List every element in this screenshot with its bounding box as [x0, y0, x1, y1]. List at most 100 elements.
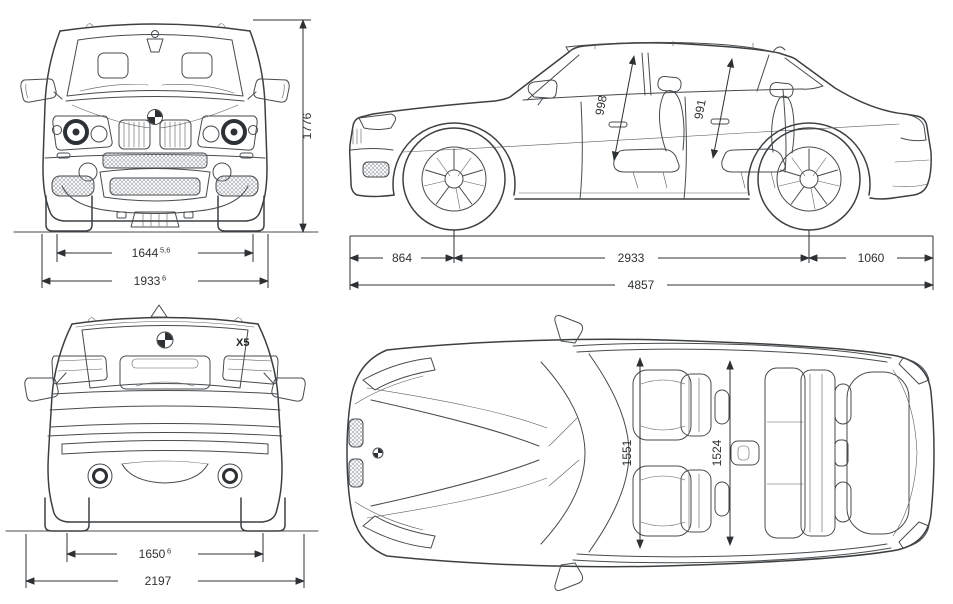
- side-view: 998 991 864 2933 1060 4857: [333, 0, 953, 300]
- headlight-side: [358, 113, 396, 130]
- dimension-headroom-rear: 991: [691, 58, 735, 159]
- dimension-baseline: [349, 230, 934, 290]
- side-mirror-bottom: [554, 562, 584, 591]
- dimension-front-overhang: 864: [349, 251, 455, 265]
- rear-wheel: [757, 127, 861, 231]
- dimension-front-height: 1776: [253, 19, 314, 233]
- bumper-top-line: [47, 432, 283, 437]
- top-car-drawing: [346, 315, 935, 591]
- upper-grille-mesh: [102, 152, 208, 169]
- roof-rail-bottom: [572, 543, 892, 564]
- width-mirrors-label: 2197: [145, 574, 172, 588]
- headroom-rear-label: 991: [691, 98, 708, 120]
- antenna-fin: [772, 46, 786, 53]
- front-height-label: 1776: [300, 112, 314, 139]
- front-view: 1776 1644 5,6 1933 6: [0, 0, 333, 300]
- door-handle-front: [608, 121, 628, 128]
- headroom-front-label: 998: [592, 94, 609, 116]
- cargo-opening: [846, 371, 910, 535]
- front-track-label: 1644: [132, 246, 159, 260]
- rear-bench-seat: [764, 367, 852, 539]
- front-left-wheel: [45, 195, 93, 232]
- headlight-top-left: [362, 357, 436, 391]
- taillight-left: [51, 355, 108, 385]
- front-wheel: [402, 127, 506, 231]
- roof-line: [59, 23, 251, 32]
- dimension-headroom-front: 998: [592, 55, 637, 161]
- headlight-top-right: [362, 515, 436, 549]
- front-track-footnote: 5,6: [160, 246, 170, 255]
- dimension-wheelbase: 2933: [453, 251, 810, 265]
- top-view: 1551 1524: [333, 300, 953, 604]
- wheelbase-label: 2933: [618, 251, 645, 265]
- front-seat: [613, 75, 685, 189]
- headlight-left: [52, 115, 113, 151]
- rear-car-drawing: X5: [5, 304, 319, 532]
- taillight-top: [898, 357, 930, 385]
- rear-seat: [721, 81, 795, 189]
- side-mirror-top: [554, 315, 584, 344]
- front-seat-bottom: [632, 465, 730, 537]
- headrest-right: [181, 52, 213, 79]
- bmw-roundel-icon: [147, 109, 163, 125]
- side-car-drawing: [348, 40, 932, 231]
- roof-rails: [565, 41, 783, 55]
- side-mirror: [527, 79, 558, 106]
- air-intake-left: [51, 175, 95, 197]
- air-intake-right: [215, 175, 259, 197]
- center-intake-mesh: [109, 177, 201, 196]
- rear-left-wheel: [44, 497, 90, 532]
- kidney-grille-top: [348, 418, 364, 448]
- front-right-wheel: [217, 195, 265, 232]
- headlight-right: [197, 115, 258, 151]
- skid-plate: [116, 211, 194, 228]
- dimension-front-width: 1933 6: [41, 234, 269, 288]
- taillight-bottom: [898, 521, 930, 549]
- kidney-grille-bottom: [348, 458, 364, 488]
- kidney-grille: [118, 119, 192, 150]
- center-console: [730, 440, 760, 466]
- bmw-roundel-icon: [372, 447, 384, 459]
- bmw-roundel-icon: [156, 331, 174, 349]
- dimension-front-track: 1644 5,6: [56, 234, 254, 262]
- rear-right-wheel: [240, 497, 286, 532]
- windshield: [66, 34, 244, 97]
- dimension-shoulder-rear: 1524: [710, 360, 734, 546]
- dimension-width-mirrors: 2197: [25, 534, 305, 588]
- quarter-window: [784, 57, 824, 90]
- rear-track-label: 1650: [139, 547, 166, 561]
- side-mirror-left: [24, 372, 67, 402]
- reflector-right: [217, 463, 243, 489]
- shoulder-rear-label: 1524: [710, 439, 724, 466]
- fog-intake-side: [362, 161, 390, 178]
- headrest-left: [97, 52, 129, 79]
- reflector-left: [87, 463, 113, 489]
- shoulder-front-label: 1551: [620, 439, 634, 466]
- rear-view: X5 1650 6 2197: [0, 300, 333, 604]
- front-seat-top: [632, 369, 730, 441]
- overall-length-label: 4857: [628, 278, 655, 292]
- rear-overhang-label: 1060: [858, 251, 885, 265]
- rearview-mirror: [146, 38, 164, 53]
- dimension-overall-length: 4857: [349, 278, 934, 292]
- side-mirror-right: [247, 78, 290, 103]
- dimension-shoulder-front: 1551: [620, 357, 644, 549]
- roof-front-edge: [588, 353, 630, 553]
- front-car-drawing: [13, 23, 319, 233]
- front-width-footnote: 6: [162, 274, 166, 283]
- license-recess: [119, 355, 211, 390]
- dimension-rear-overhang: 1060: [808, 251, 934, 265]
- rear-track-footnote: 6: [167, 547, 171, 556]
- dimension-rear-track: 1650 6: [66, 533, 264, 562]
- antenna-fin: [150, 304, 168, 318]
- model-badge: X5: [236, 337, 249, 349]
- cowl-line: [540, 361, 586, 545]
- taillight-right: [222, 355, 279, 385]
- side-mirror-left: [20, 78, 63, 103]
- rear-window: [81, 325, 249, 389]
- roof-line: [71, 316, 259, 325]
- front-width-label: 1933: [134, 274, 161, 288]
- roof-rail-top: [572, 342, 892, 363]
- front-overhang-label: 864: [392, 251, 412, 265]
